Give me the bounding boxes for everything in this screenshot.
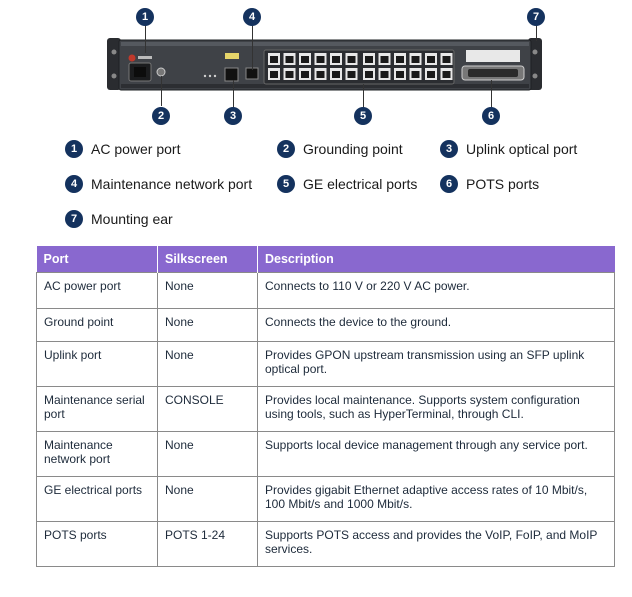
leader-5 [363,84,364,108]
sfp-port [224,67,239,82]
rj45-socket [442,71,451,78]
legend-badge: 3 [440,140,458,158]
mounting-ear-left [107,38,121,90]
leader-4 [252,25,253,70]
rj45-socket [332,71,340,78]
device-front-panel [107,38,542,91]
legend-badge: 4 [65,175,83,193]
table-row: Maintenance serial port CONSOLE Provides… [36,386,615,432]
cell-port: Maintenance serial port [36,386,158,432]
legend-badge: 5 [277,175,295,193]
rj45-socket [270,56,278,63]
cell-silkscreen: None [157,308,258,342]
cell-silkscreen: POTS 1-24 [157,521,258,567]
legend-label: Grounding point [303,141,403,157]
cell-description: Supports local device management through… [257,431,615,477]
legend-badge: 7 [65,210,83,228]
rj45-socket [316,56,325,63]
cell-silkscreen: None [157,476,258,522]
callout-6: 6 [482,107,500,125]
callout-7: 7 [527,8,545,26]
legend-item-mounting-ear: 7 Mounting ear [65,210,173,228]
rj45-socket [301,56,309,63]
rj45-socket [442,56,451,63]
leader-3 [233,80,234,108]
legend-label: Uplink optical port [466,141,578,157]
cell-description: Provides gigabit Ethernet adaptive acces… [257,476,615,522]
grounding-screw [156,67,166,77]
legend-item-maintenance: 4 Maintenance network port [65,175,252,193]
callout-5: 5 [354,107,372,125]
cell-port: AC power port [36,272,158,309]
pots-label [466,50,520,62]
rj45-socket [270,71,278,78]
rj45-socket [301,71,309,78]
callout-1: 1 [136,8,154,26]
port-table: Port Silkscreen Description AC power por… [36,246,615,567]
ge-port-block [263,49,455,85]
rj45-socket [411,71,420,78]
rj45-socket [427,71,435,78]
legend-item-ge: 5 GE electrical ports [277,175,417,193]
legend-label: AC power port [91,141,181,157]
cell-silkscreen: None [157,272,258,309]
legend-label: POTS ports [466,176,540,192]
legend-item-uplink: 3 Uplink optical port [440,140,577,158]
legend-label: GE electrical ports [303,176,418,192]
leader-2 [161,76,162,106]
rj45-socket [365,71,373,78]
legend-badge: 1 [65,140,83,158]
rj45-socket [332,56,340,63]
rj45-socket [285,71,294,78]
cell-port: Uplink port [36,341,158,387]
rj45-socket [380,56,389,63]
table-header-row: Port Silkscreen Description [36,246,615,273]
rj45-socket [285,56,294,63]
table-row: Uplink port None Provides GPON upstream … [36,341,615,387]
cell-silkscreen: None [157,341,258,387]
table-row: Maintenance network port None Supports l… [36,431,615,477]
rj45-socket [347,71,356,78]
leader-6 [491,80,492,108]
rj45-socket [365,56,373,63]
table-row: POTS ports POTS 1-24 Supports POTS acces… [36,521,615,567]
table-row: GE electrical ports None Provides gigabi… [36,476,615,522]
rj45-socket [427,56,435,63]
callout-3: 3 [224,107,242,125]
cell-description: Provides local maintenance. Supports sys… [257,386,615,432]
legend-item-pots: 6 POTS ports [440,175,539,193]
table-row: AC power port None Connects to 110 V or … [36,272,615,309]
rj45-socket [380,71,389,78]
cell-description: Connects to 110 V or 220 V AC power. [257,272,615,309]
leader-7 [536,25,537,41]
leader-1 [145,25,146,53]
header-description: Description [257,246,615,273]
cell-description: Supports POTS access and provides the Vo… [257,521,615,567]
header-silkscreen: Silkscreen [157,246,258,273]
header-port: Port [36,246,158,273]
cell-port: Ground point [36,308,158,342]
rj45-socket [347,56,356,63]
table-row: Ground point None Connects the device to… [36,308,615,342]
legend-badge: 2 [277,140,295,158]
cell-silkscreen: None [157,431,258,477]
cell-port: Maintenance network port [36,431,158,477]
cell-description: Provides GPON upstream transmission usin… [257,341,615,387]
cell-description: Connects the device to the ground. [257,308,615,342]
rj45-socket [396,71,404,78]
legend-item-grounding: 2 Grounding point [277,140,403,158]
legend-label: Mounting ear [91,211,173,227]
cell-port: POTS ports [36,521,158,567]
cell-silkscreen: CONSOLE [157,386,258,432]
cell-port: GE electrical ports [36,476,158,522]
legend-label: Maintenance network port [91,176,253,192]
rj45-socket [411,56,420,63]
rj45-socket [396,56,404,63]
legend-item-ac-power: 1 AC power port [65,140,180,158]
callout-4: 4 [243,8,261,26]
callout-2: 2 [152,107,170,125]
legend-badge: 6 [440,175,458,193]
rj45-socket [316,71,325,78]
device-illustration: 1 2 3 4 5 6 7 [0,0,632,128]
